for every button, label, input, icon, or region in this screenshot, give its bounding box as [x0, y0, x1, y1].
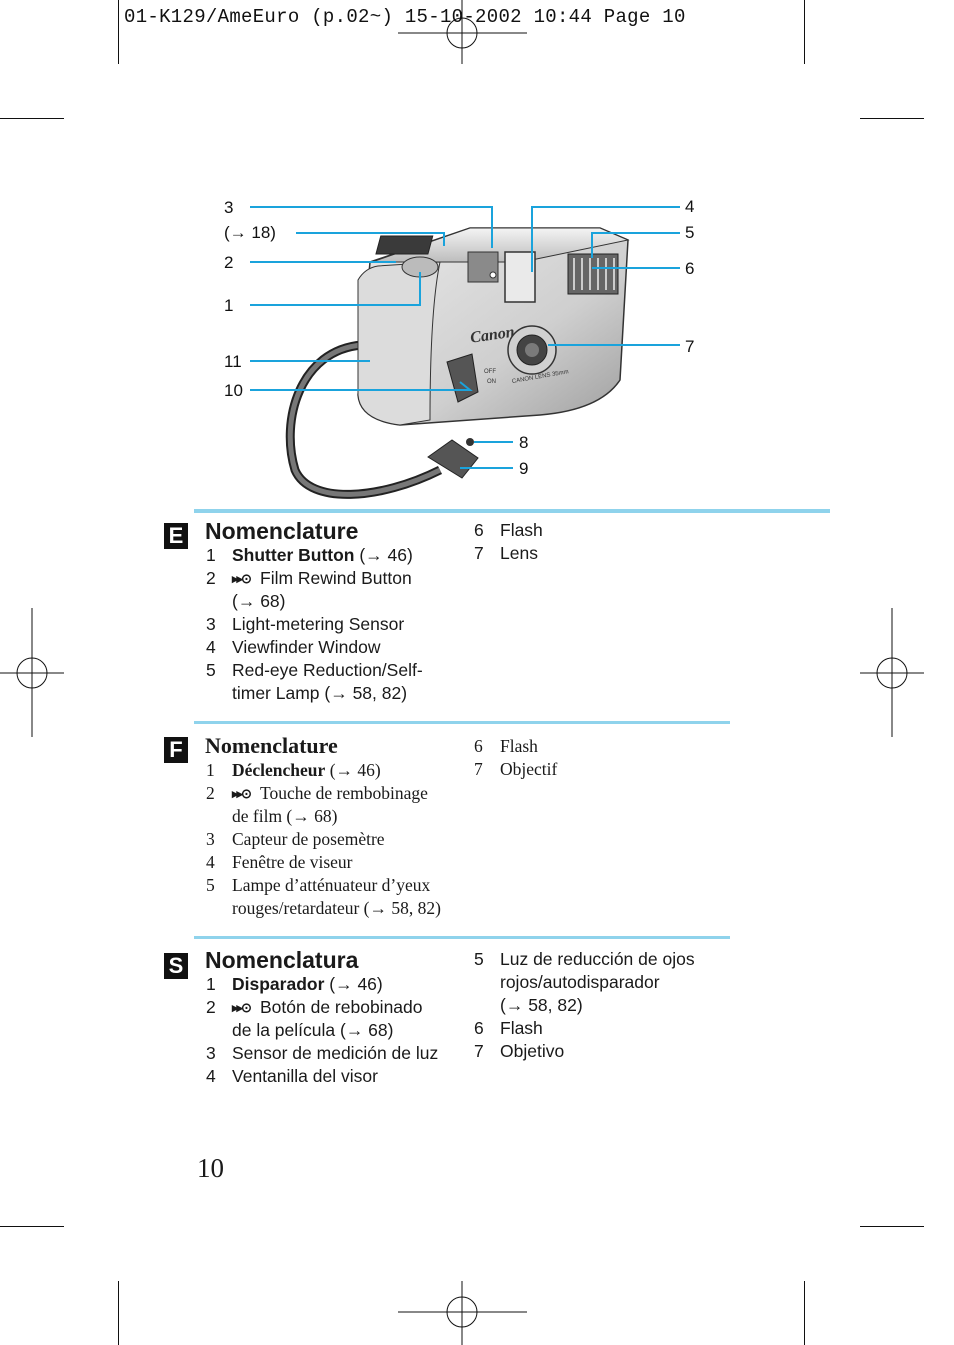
list-item: (→ 68)	[232, 591, 286, 611]
list-item: (→ 58, 82)	[500, 995, 583, 1015]
callout-7: 7	[685, 337, 695, 356]
viewfinder-shape	[504, 251, 536, 303]
svg-text:ON: ON	[487, 379, 496, 385]
callout-2: 2	[224, 253, 234, 272]
callout-4: 4	[685, 197, 695, 216]
print-header: 01-K129/AmeEuro (p.02~) 15-10-2002 10:44…	[124, 6, 686, 28]
callout-5: 5	[685, 223, 695, 242]
language-badge-english: E	[164, 523, 188, 549]
list-item: rouges/retardateur (→ 58, 82)	[232, 898, 441, 918]
list-item: 2▸▸⊙Touche de rembobinage	[206, 783, 428, 803]
section-title-french: Nomenclature	[205, 733, 338, 758]
callout-11: 11	[224, 352, 242, 371]
film-rewind-icon: ▸▸⊙	[232, 1000, 252, 1015]
section-divider-french	[194, 721, 730, 724]
list-item: rojos/autodisparador	[500, 972, 660, 992]
section-title-english: Nomenclature	[205, 518, 359, 544]
section-divider-spanish	[194, 936, 730, 939]
callout-1: 1	[224, 296, 234, 315]
callout-10: 10	[224, 381, 243, 400]
callout-9: 9	[519, 459, 529, 478]
flash-shape	[567, 253, 619, 295]
callout-6: 6	[685, 259, 695, 278]
callout-page-18: (→ 18)	[224, 223, 276, 242]
language-badge-spanish: S	[164, 953, 188, 979]
list-item: de la película (→ 68)	[232, 1020, 394, 1040]
list-item: 2▸▸⊙Film Rewind Button	[206, 568, 412, 588]
section-divider-english	[194, 509, 830, 513]
list-item: de film (→ 68)	[232, 806, 338, 826]
camera-diagram: Canon CANON LENS 35mm OFF ON	[250, 206, 680, 499]
film-rewind-icon: ▸▸⊙	[232, 571, 252, 586]
page-number: 10	[197, 1153, 224, 1183]
callout-3: 3	[224, 198, 234, 217]
language-badge-french: F	[164, 737, 188, 763]
list-item: timer Lamp (→ 58, 82)	[232, 683, 408, 703]
brand-logo: Canon	[469, 324, 516, 347]
list-item: 2▸▸⊙Botón de rebobinado	[206, 997, 423, 1017]
callout-8: 8	[519, 433, 529, 452]
svg-text:OFF: OFF	[484, 369, 496, 375]
camera-grip	[357, 261, 441, 426]
section-title-spanish: Nomenclatura	[205, 947, 359, 973]
film-rewind-icon: ▸▸⊙	[232, 786, 252, 801]
